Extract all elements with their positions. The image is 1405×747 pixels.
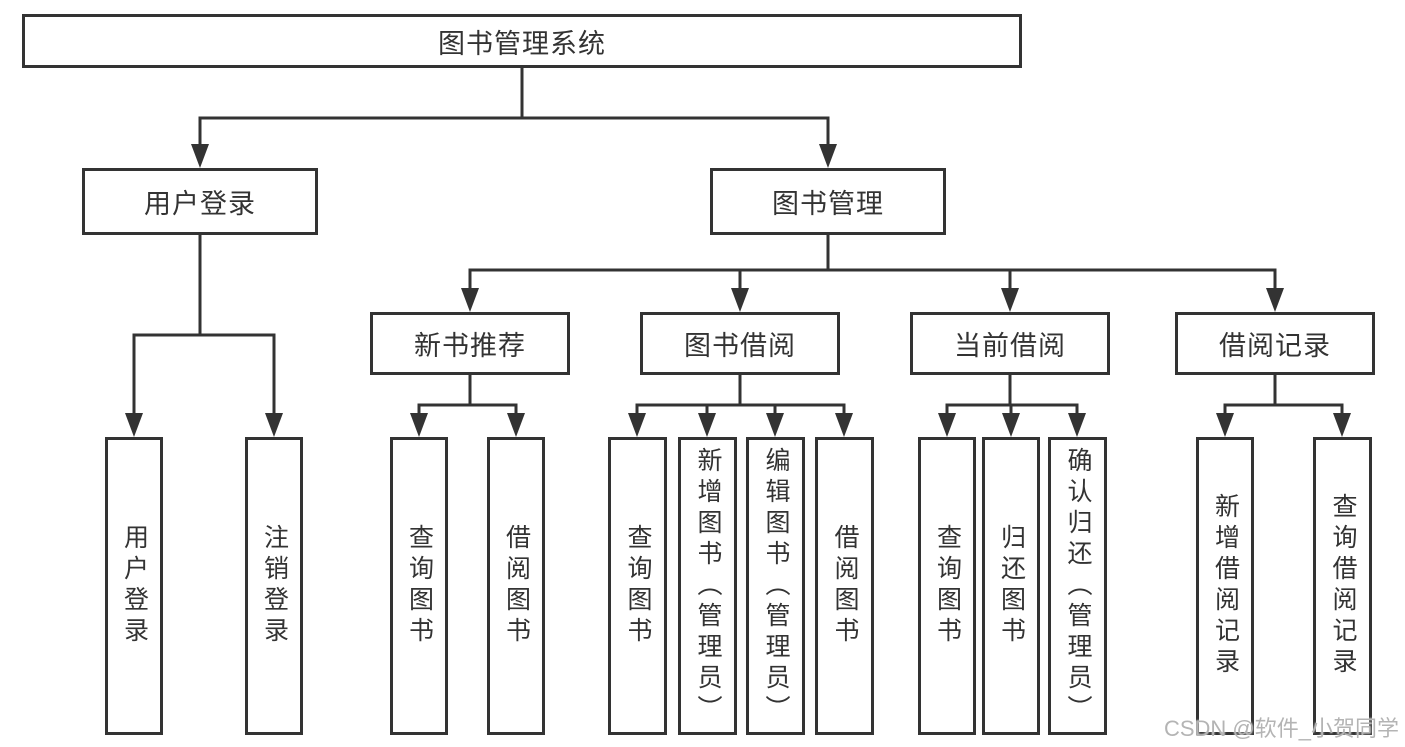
node-leaf-query-books-current: 查询图书 (918, 437, 976, 735)
node-book-management-branch: 图书管理 (710, 168, 946, 235)
node-leaf-confirm-return-admin-label: 确认归还（管理员） (1064, 446, 1092, 726)
node-leaf-query-books-recommend: 查询图书 (390, 437, 448, 735)
node-leaf-add-book-admin: 新增图书（管理员） (678, 437, 737, 735)
node-leaf-user-login: 用户登录 (105, 437, 163, 735)
node-root-label: 图书管理系统 (438, 28, 606, 59)
node-leaf-edit-book-admin-label: 编辑图书（管理员） (762, 446, 790, 726)
node-book-borrow: 图书借阅 (640, 312, 840, 375)
node-leaf-edit-book-admin: 编辑图书（管理员） (746, 437, 805, 735)
node-leaf-borrow-books: 借阅图书 (815, 437, 874, 735)
node-user-login-branch: 用户登录 (82, 168, 318, 235)
node-leaf-borrow-books-label: 借阅图书 (831, 524, 859, 648)
node-leaf-borrow-books-recommend: 借阅图书 (487, 437, 545, 735)
node-leaf-query-books-current-label: 查询图书 (933, 524, 962, 648)
node-leaf-query-borrow-record: 查询借阅记录 (1313, 437, 1372, 735)
node-book-borrow-label: 图书借阅 (684, 331, 796, 361)
node-new-book-recommend: 新书推荐 (370, 312, 570, 375)
node-book-management-branch-label: 图书管理 (772, 189, 884, 219)
node-leaf-logout-label: 注销登录 (260, 524, 289, 648)
node-leaf-add-borrow-record-label: 新增借阅记录 (1211, 493, 1240, 679)
node-user-login-branch-label: 用户登录 (144, 189, 256, 219)
node-leaf-return-book-label: 归还图书 (997, 524, 1026, 648)
node-current-borrow: 当前借阅 (910, 312, 1110, 375)
node-leaf-return-book: 归还图书 (982, 437, 1040, 735)
node-borrow-records-label: 借阅记录 (1219, 331, 1331, 361)
node-leaf-query-borrow-record-label: 查询借阅记录 (1329, 493, 1357, 679)
node-new-book-recommend-label: 新书推荐 (414, 331, 526, 361)
node-leaf-borrow-books-recommend-label: 借阅图书 (502, 524, 531, 648)
node-root-system: 图书管理系统 (22, 14, 1022, 68)
node-leaf-query-books-recommend-label: 查询图书 (405, 524, 434, 648)
node-leaf-confirm-return-admin: 确认归还（管理员） (1048, 437, 1107, 735)
node-leaf-user-login-label: 用户登录 (120, 524, 149, 648)
node-leaf-logout: 注销登录 (245, 437, 303, 735)
node-current-borrow-label: 当前借阅 (954, 331, 1066, 361)
node-leaf-query-books-borrow-label: 查询图书 (624, 524, 652, 648)
arrowheads (125, 144, 1351, 437)
watermark: CSDN @软件_小贺同学 (1163, 716, 1399, 741)
node-leaf-add-book-admin-label: 新增图书（管理员） (694, 446, 722, 726)
node-borrow-records: 借阅记录 (1175, 312, 1375, 375)
node-leaf-add-borrow-record: 新增借阅记录 (1196, 437, 1254, 735)
node-leaf-query-books-borrow: 查询图书 (608, 437, 667, 735)
